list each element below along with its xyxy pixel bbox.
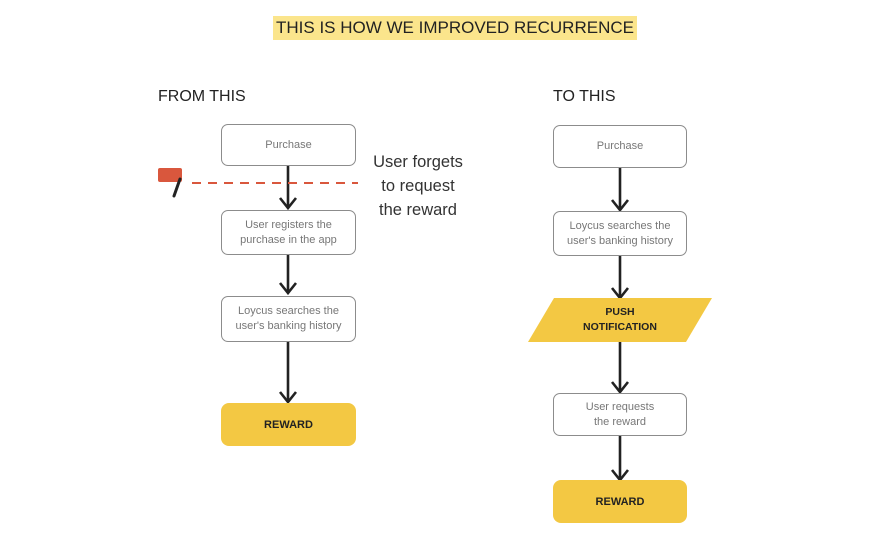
left-step-loycus-searches: Loycus searches the user's banking histo…	[221, 296, 356, 342]
arrowhead-right-1	[610, 199, 630, 213]
left-step-user-registers: User registers the purchase in the app	[221, 210, 356, 255]
from-this-heading: FROM THIS	[158, 88, 246, 105]
right-step-loycus-searches: Loycus searches the user's banking histo…	[553, 211, 687, 256]
scissors-icon	[158, 168, 182, 198]
push-notification-shape	[528, 298, 712, 342]
right-reward: REWARD	[553, 480, 687, 523]
left-reward: REWARD	[221, 403, 356, 446]
page-title: THIS IS HOW WE IMPROVED RECURRENCE	[273, 16, 637, 40]
push-notification-label: PUSH NOTIFICATION	[583, 306, 657, 333]
arrowhead-left-2	[278, 282, 298, 296]
to-this-heading: TO THIS	[553, 88, 616, 105]
annotation-user-forgets: User forgets to request the reward	[373, 153, 463, 219]
left-step-purchase: Purchase	[221, 124, 356, 166]
arrowhead-left-3	[278, 391, 298, 405]
arrowhead-right-3	[610, 381, 630, 395]
right-step-user-requests: User requests the reward	[553, 393, 687, 436]
arrowhead-left-1	[278, 197, 298, 211]
right-step-purchase: Purchase	[553, 125, 687, 168]
